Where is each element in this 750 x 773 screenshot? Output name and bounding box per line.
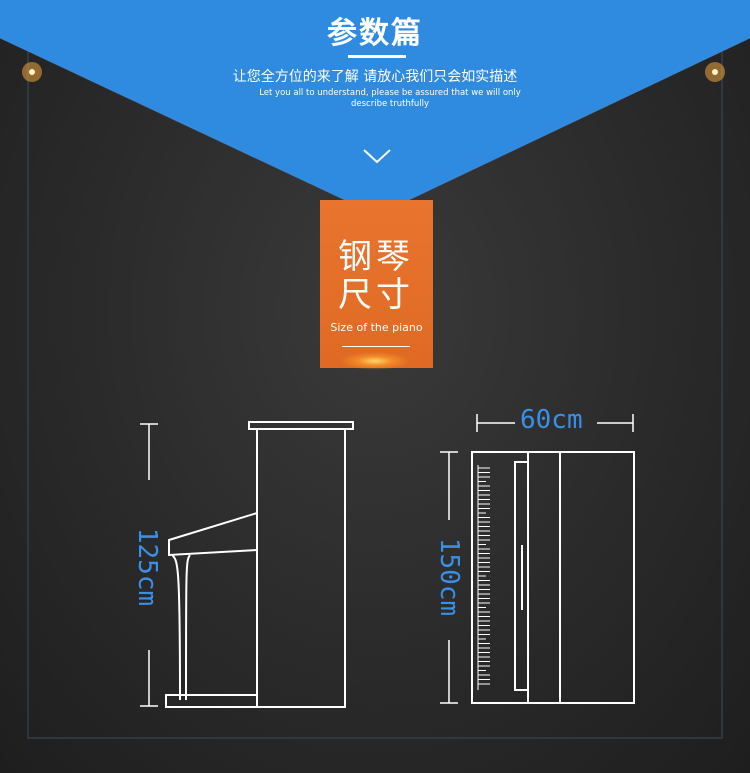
subtitle-en: Let you all to understand, please be ass… <box>259 88 521 109</box>
side-height-label: 125cm <box>132 527 162 607</box>
side-height-dim <box>140 423 158 707</box>
title-underline <box>348 55 406 58</box>
front-height-label: 150cm <box>434 537 464 617</box>
banner-char: 钢 <box>338 237 372 277</box>
banner-en: Size of the piano <box>330 321 423 334</box>
banner-line <box>342 346 410 347</box>
size-banner: 钢 琴 尺 寸 Size of the piano <box>320 200 433 368</box>
banner-char: 尺 <box>338 275 372 315</box>
chevron-down-icon <box>363 149 391 164</box>
front-dims <box>440 414 634 704</box>
page-title: 参数篇 <box>327 16 423 51</box>
blue-v-banner <box>0 0 750 215</box>
front-width-label: 60cm <box>520 405 583 435</box>
banner-char: 寸 <box>376 275 410 315</box>
subtitle: 让您全方位的来了解 请放心我们只会如实描述 <box>232 69 518 85</box>
banner-char: 琴 <box>376 237 410 277</box>
side-view-piano <box>165 421 354 708</box>
glow <box>340 352 410 370</box>
